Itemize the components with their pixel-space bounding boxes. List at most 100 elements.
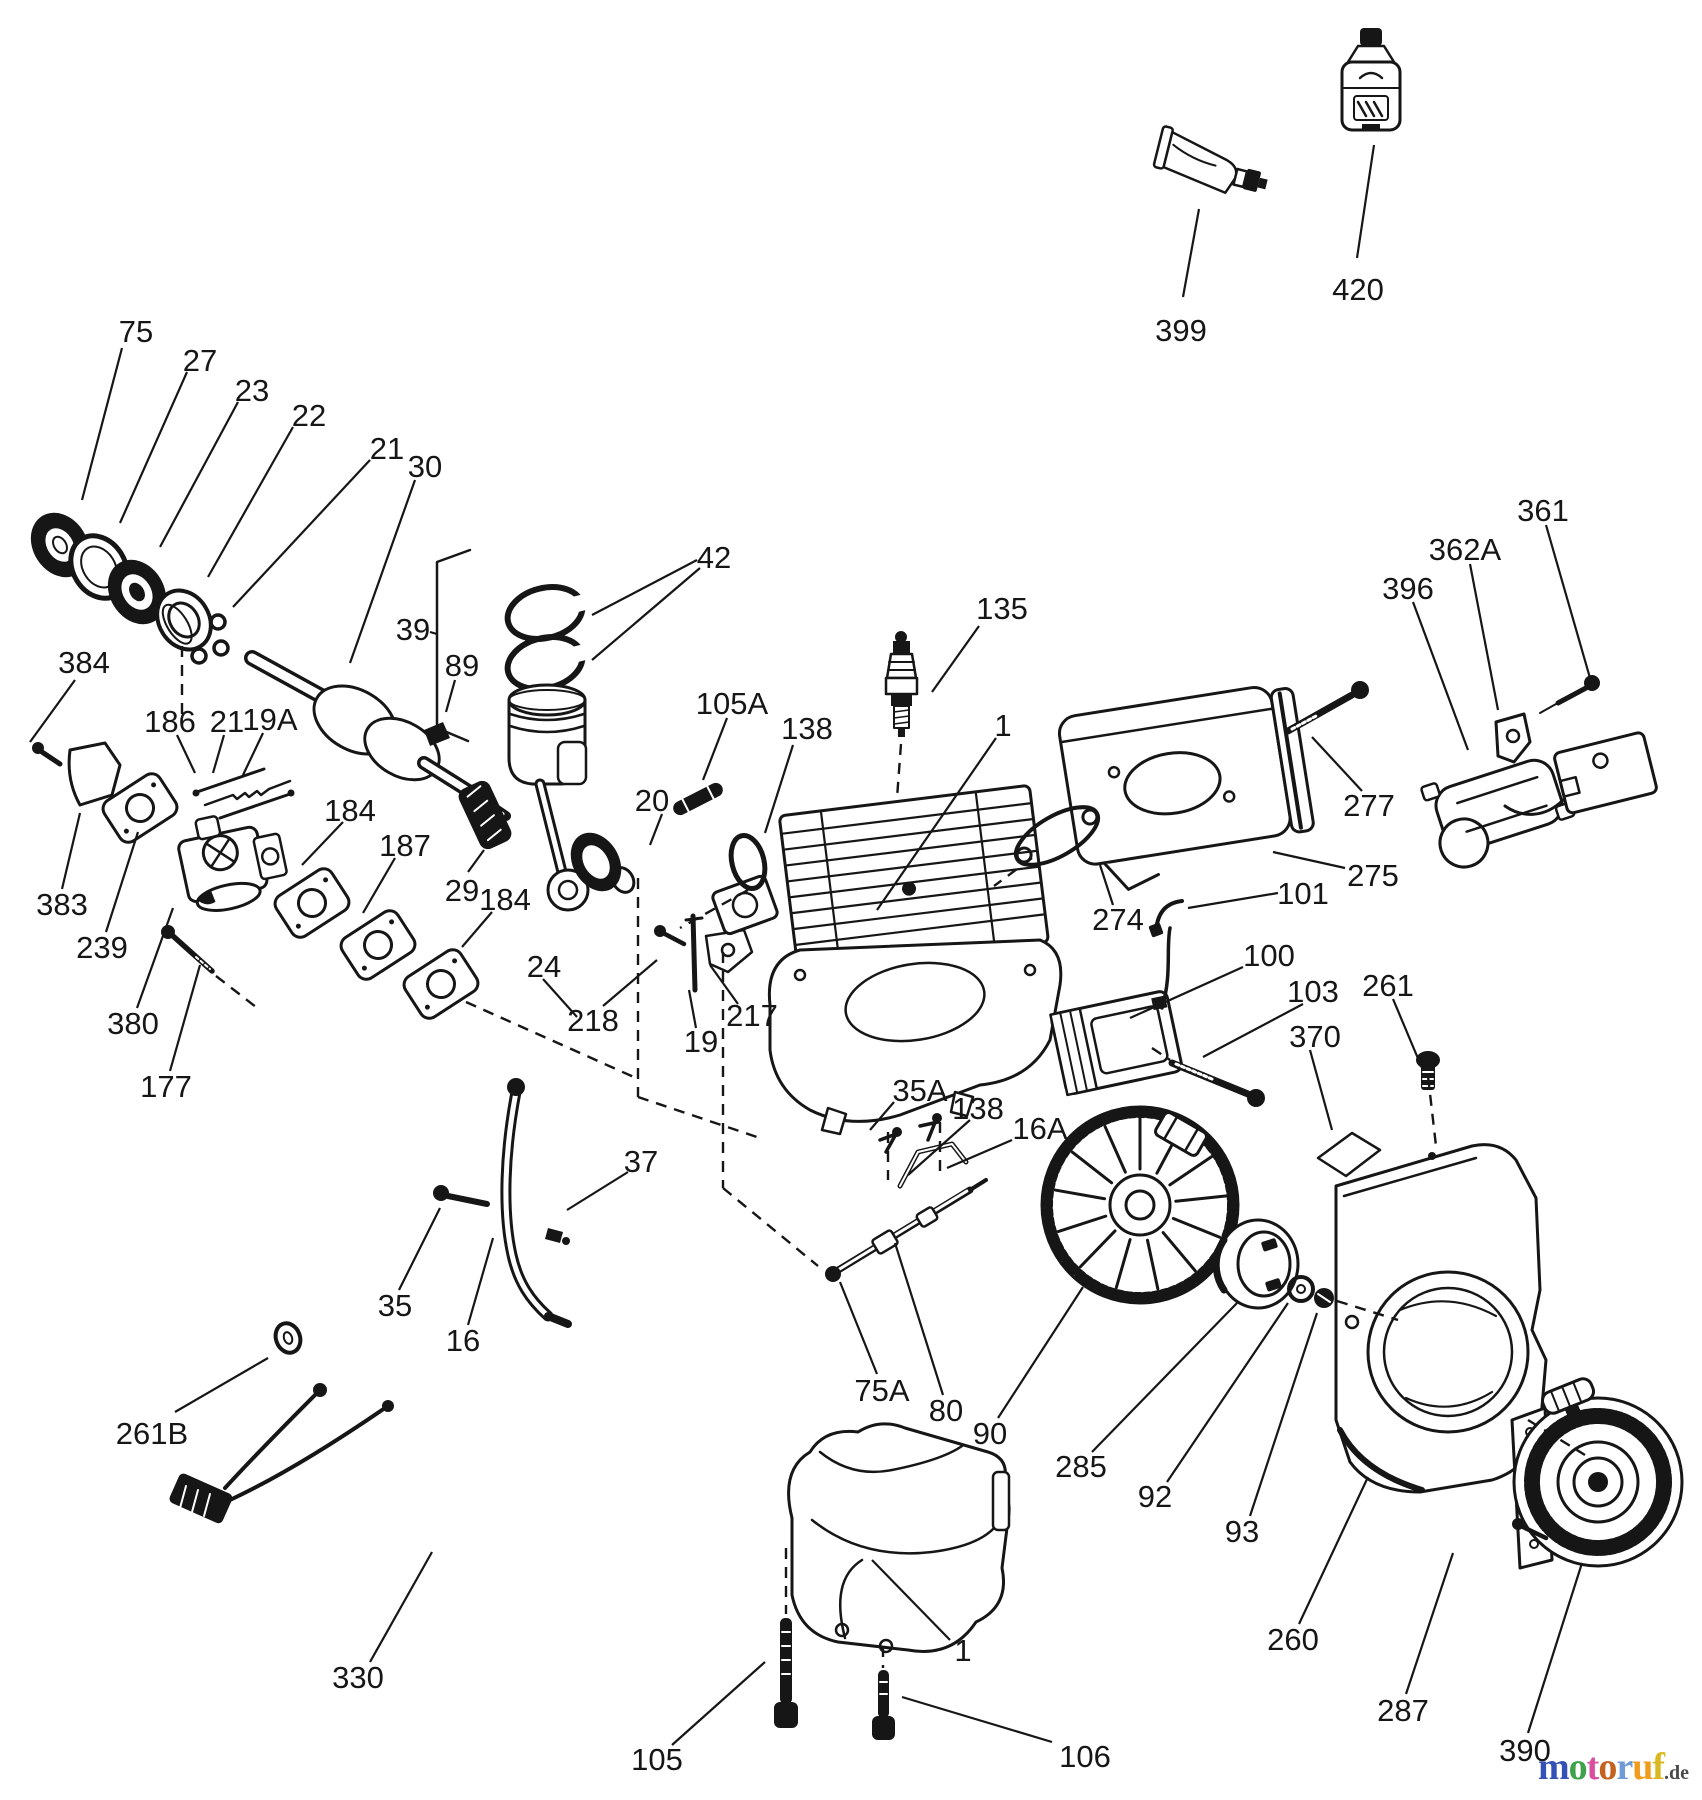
part-number-239: 239 — [76, 930, 128, 965]
leader-line-138a — [763, 744, 795, 834]
watermark-letter: r — [1616, 1746, 1633, 1788]
leader-line-100 — [1129, 965, 1244, 1020]
leader-line-80 — [893, 1242, 945, 1396]
ignition-module-drawing — [1553, 731, 1658, 815]
leader-line-21a — [232, 459, 371, 608]
part-number-218: 218 — [567, 1003, 619, 1038]
starter-motor-396-drawing — [1420, 758, 1576, 869]
leader-line-75 — [80, 347, 124, 501]
watermark-letter: f — [1652, 1746, 1665, 1788]
leader-line-39 — [429, 630, 438, 636]
part-number-103: 103 — [1287, 974, 1339, 1009]
part-number-39: 39 — [396, 612, 430, 647]
washer-261B-drawing — [273, 1321, 303, 1355]
leader-line-217 — [709, 964, 739, 1005]
part-number-135: 135 — [976, 591, 1028, 626]
leader-line-23 — [159, 401, 239, 548]
cylinder-1-drawing — [778, 784, 1050, 974]
part-number-184b: 184 — [479, 882, 531, 917]
leader-line-16 — [466, 1237, 495, 1326]
governor-link-springs-drawing — [192, 767, 295, 820]
leader-line-261B — [174, 1357, 269, 1413]
leader-line-21b — [211, 734, 226, 774]
part-number-30: 30 — [408, 449, 442, 484]
leader-line-277 — [1311, 736, 1363, 792]
leader-line-24 — [542, 978, 578, 1018]
part-number-380: 380 — [107, 1006, 159, 1041]
part-number-22: 22 — [292, 398, 326, 433]
bearing-23-drawing — [107, 559, 167, 625]
dashed-link — [1336, 1299, 1399, 1322]
part-number-287: 287 — [1377, 1693, 1429, 1728]
piston-drawing — [507, 683, 590, 912]
part-number-19A: 19A — [242, 702, 297, 737]
part-number-177: 177 — [140, 1069, 192, 1104]
part-number-19: 19 — [684, 1024, 718, 1059]
dowel-pin-105A-drawing — [673, 782, 723, 816]
part-number-90: 90 — [973, 1416, 1007, 1451]
muffler-275-drawing — [1057, 685, 1315, 891]
dashed-link — [637, 1095, 758, 1139]
part-number-275: 275 — [1347, 858, 1399, 893]
leader-line-20 — [648, 813, 664, 846]
part-number-16: 16 — [446, 1323, 480, 1358]
part-number-330: 330 — [332, 1660, 384, 1695]
bolt-103-drawing — [1168, 1059, 1265, 1107]
dashed-link — [465, 1000, 637, 1080]
leader-line-362A — [1468, 563, 1500, 711]
callout-leader-lines — [29, 144, 1592, 1746]
part-number-261B: 261B — [116, 1416, 188, 1451]
leader-line-27 — [118, 371, 189, 524]
leader-line-19A — [242, 732, 264, 776]
flywheel-90-drawing — [1040, 1105, 1240, 1305]
carburetor-380-drawing — [177, 815, 288, 912]
leader-line-135 — [931, 625, 980, 693]
leader-line-184b — [461, 911, 493, 948]
crankcase-half-1-drawing — [787, 1422, 1011, 1654]
lever-217-drawing — [704, 928, 754, 974]
leader-line-187 — [362, 857, 396, 914]
part-number-260: 260 — [1267, 1622, 1319, 1657]
part-number-23: 23 — [235, 373, 269, 408]
part-number-27: 27 — [183, 343, 217, 378]
watermark-logo[interactable]: motoruf.de — [1538, 1748, 1702, 1792]
washer-92-drawing — [1287, 1275, 1315, 1303]
watermark-letter: m — [1538, 1746, 1570, 1788]
part-number-106: 106 — [1059, 1739, 1111, 1774]
leader-line-19 — [687, 989, 698, 1029]
leader-line-218 — [602, 959, 658, 1007]
leader-line-35A — [869, 1101, 895, 1131]
wire-harness-330-drawing — [169, 1383, 394, 1524]
bolt-277-drawing — [1284, 681, 1369, 735]
leader-line-261 — [1391, 998, 1424, 1069]
bolt-177-drawing — [161, 925, 215, 974]
part-number-24: 24 — [527, 949, 561, 984]
leader-line-35 — [398, 1207, 441, 1291]
coil-wire-drawing — [1160, 926, 1172, 1010]
blower-housing-260-drawing — [1334, 1143, 1548, 1494]
watermark-letter: o — [1598, 1746, 1617, 1788]
leader-line-184a — [301, 821, 344, 866]
woodruff-key-89-drawing — [424, 722, 450, 746]
dashed-link — [895, 743, 903, 799]
leader-line-105A — [701, 717, 729, 781]
part-number-138b: 138 — [952, 1091, 1004, 1126]
part-number-75A: 75A — [854, 1373, 909, 1408]
leader-line-37 — [566, 1171, 629, 1211]
leader-line-370 — [1308, 1049, 1334, 1131]
part-number-21a: 21 — [370, 431, 404, 466]
part-number-187: 187 — [379, 828, 431, 863]
governor-gear-16A-drawing — [878, 1113, 969, 1189]
part-number-101: 101 — [1277, 876, 1329, 911]
leader-line-396 — [1411, 601, 1470, 751]
dashed-link — [722, 1187, 819, 1267]
part-number-362A: 362A — [1429, 532, 1502, 567]
crankshaft-drawing — [244, 650, 511, 821]
part-number-37: 37 — [624, 1144, 658, 1179]
leader-line-89 — [444, 679, 457, 713]
dashed-link — [1426, 1075, 1438, 1147]
dashed-link — [993, 857, 1033, 887]
part-number-75: 75 — [119, 314, 153, 349]
watermark-letter: t — [1586, 1746, 1600, 1788]
leader-line-105 — [671, 1661, 766, 1746]
